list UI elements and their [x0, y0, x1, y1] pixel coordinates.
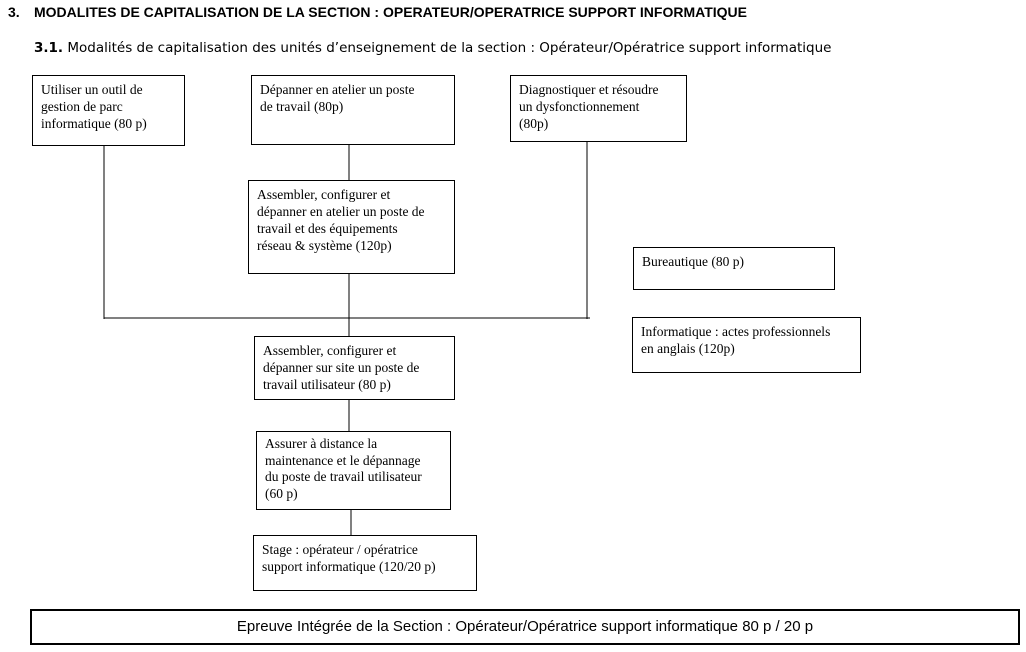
box-line: dépanner en atelier un poste de — [257, 204, 425, 219]
box-assembler-site: Assembler, configurer et dépanner sur si… — [254, 336, 455, 400]
box-line: informatique (80 p) — [41, 116, 147, 131]
box-line: en anglais (120p) — [641, 341, 735, 356]
box-line: Bureautique (80 p) — [642, 254, 744, 269]
box-line: travail utilisateur (80 p) — [263, 377, 391, 392]
box-stage: Stage : opérateur / opératrice support i… — [253, 535, 477, 591]
box-line: maintenance et le dépannage — [265, 452, 421, 468]
box-line: (60 p) — [265, 485, 298, 501]
subsection-title: Modalités de capitalisation des unités d… — [67, 40, 832, 56]
box-assembler-atelier: Assembler, configurer et dépanner en ate… — [248, 180, 455, 274]
box-line: Assurer à distance la — [265, 436, 378, 451]
box-line: du poste de travail utilisateur — [265, 469, 422, 484]
box-line: dépanner sur site un poste de — [263, 360, 420, 375]
box-diagnostiquer: Diagnostiquer et résoudre un dysfonction… — [510, 75, 687, 142]
box-line: un dysfonctionnement — [519, 99, 640, 114]
box-informatique-anglais: Informatique : actes professionnels en a… — [632, 317, 861, 373]
box-line: Assembler, configurer et — [257, 187, 391, 202]
footer-epreuve-integree: Epreuve Intégrée de la Section : Opérate… — [30, 609, 1020, 645]
section-heading: 3. MODALITES DE CAPITALISATION DE LA SECT… — [8, 4, 747, 20]
box-assurer-distance: Assurer à distance la maintenance et le … — [256, 431, 451, 510]
box-depanner-atelier: Dépanner en atelier un poste de travail … — [251, 75, 455, 145]
box-line: gestion de parc — [41, 99, 123, 114]
box-outil-gestion-parc: Utiliser un outil de gestion de parc inf… — [32, 75, 185, 146]
box-line: Assembler, configurer et — [263, 343, 397, 358]
box-line: Dépanner en atelier un poste — [260, 82, 415, 97]
box-line: de travail (80p) — [260, 99, 344, 114]
section-number: 3. — [8, 4, 20, 20]
box-line: Utiliser un outil de — [41, 82, 143, 97]
box-bureautique: Bureautique (80 p) — [633, 247, 835, 290]
box-line: Informatique : actes professionnels — [641, 324, 831, 339]
box-line: réseau & système (120p) — [257, 238, 392, 253]
section-title: MODALITES DE CAPITALISATION DE LA SECTIO… — [34, 4, 747, 20]
box-line: support informatique (120/20 p) — [262, 559, 436, 574]
subsection-heading: 3.1. Modalités de capitalisation des uni… — [34, 40, 831, 56]
box-line: (80p) — [519, 116, 549, 131]
subsection-number: 3.1. — [34, 40, 64, 56]
box-line: travail et des équipements — [257, 221, 398, 236]
box-line: Stage : opérateur / opératrice — [262, 542, 418, 557]
box-line: Diagnostiquer et résoudre — [519, 82, 659, 97]
